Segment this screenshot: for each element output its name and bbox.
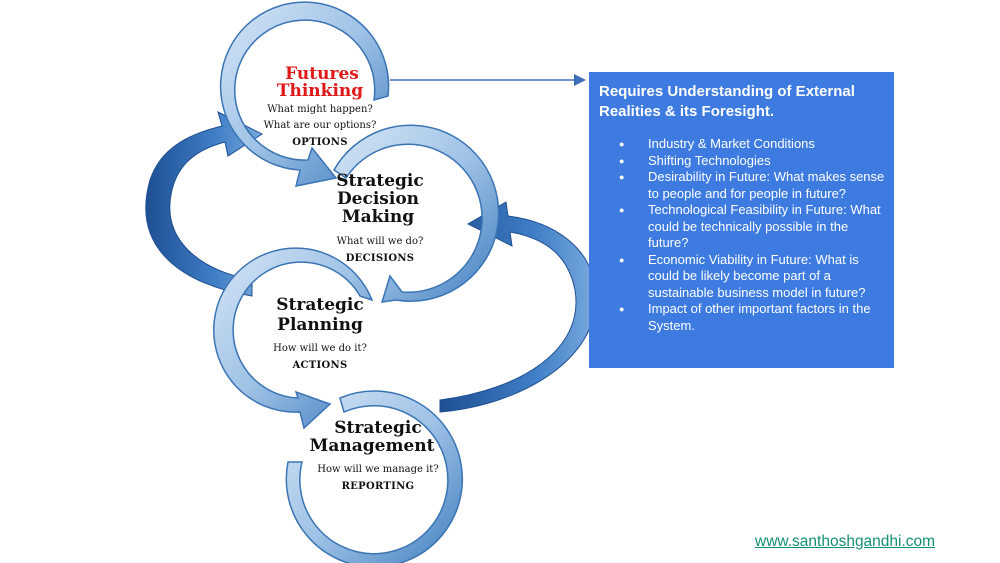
decision-tag: DECISIONS xyxy=(346,253,415,264)
website-link[interactable]: www.santhoshgandhi.com xyxy=(755,533,936,550)
futures-question-1: What might happen? xyxy=(267,104,373,115)
management-question: How will we manage it? xyxy=(317,464,438,475)
info-box: Requires Understanding of External Reali… xyxy=(589,72,894,368)
info-bullet-item: Impact of other important factors in the… xyxy=(599,301,886,334)
decision-making-ring xyxy=(333,124,500,303)
planning-question: How will we do it? xyxy=(273,343,367,354)
planning-title-line1: Strategic xyxy=(276,295,363,315)
futures-tag: OPTIONS xyxy=(292,137,348,148)
decision-title-line2: Decision xyxy=(337,189,419,209)
info-bullet-item: Shifting Technologies xyxy=(599,153,886,170)
futures-thinking-ring xyxy=(219,1,390,187)
decision-question: What will we do? xyxy=(337,236,424,247)
futures-question-2: What are our options? xyxy=(264,120,377,131)
right-loop-arrow xyxy=(439,201,597,413)
left-loop-arrow xyxy=(145,111,264,297)
futures-title-line2: Thinking xyxy=(277,81,363,101)
management-tag: REPORTING xyxy=(342,481,415,492)
management-title-line1: Strategic xyxy=(334,418,421,438)
info-bullet-list: Industry & Market Conditions Shifting Te… xyxy=(599,136,886,334)
planning-tag: ACTIONS xyxy=(291,360,347,371)
management-ring xyxy=(285,390,464,563)
info-bullet-item: Technological Feasibility in Future: Wha… xyxy=(599,202,886,252)
planning-title-line2: Planning xyxy=(277,315,363,335)
decision-title-line1: Strategic xyxy=(336,171,423,191)
info-bullet-item: Desirability in Future: What makes sense… xyxy=(599,169,886,202)
planning-ring xyxy=(213,247,374,430)
info-bullet-item: Economic Viability in Future: What is co… xyxy=(599,252,886,302)
info-bullet-item: Industry & Market Conditions xyxy=(599,136,886,153)
decision-title-line3: Making xyxy=(342,207,414,227)
futures-title-line1: Futures xyxy=(285,64,359,84)
info-heading: Requires Understanding of External Reali… xyxy=(599,83,855,120)
management-title-line2: Management xyxy=(310,436,435,456)
